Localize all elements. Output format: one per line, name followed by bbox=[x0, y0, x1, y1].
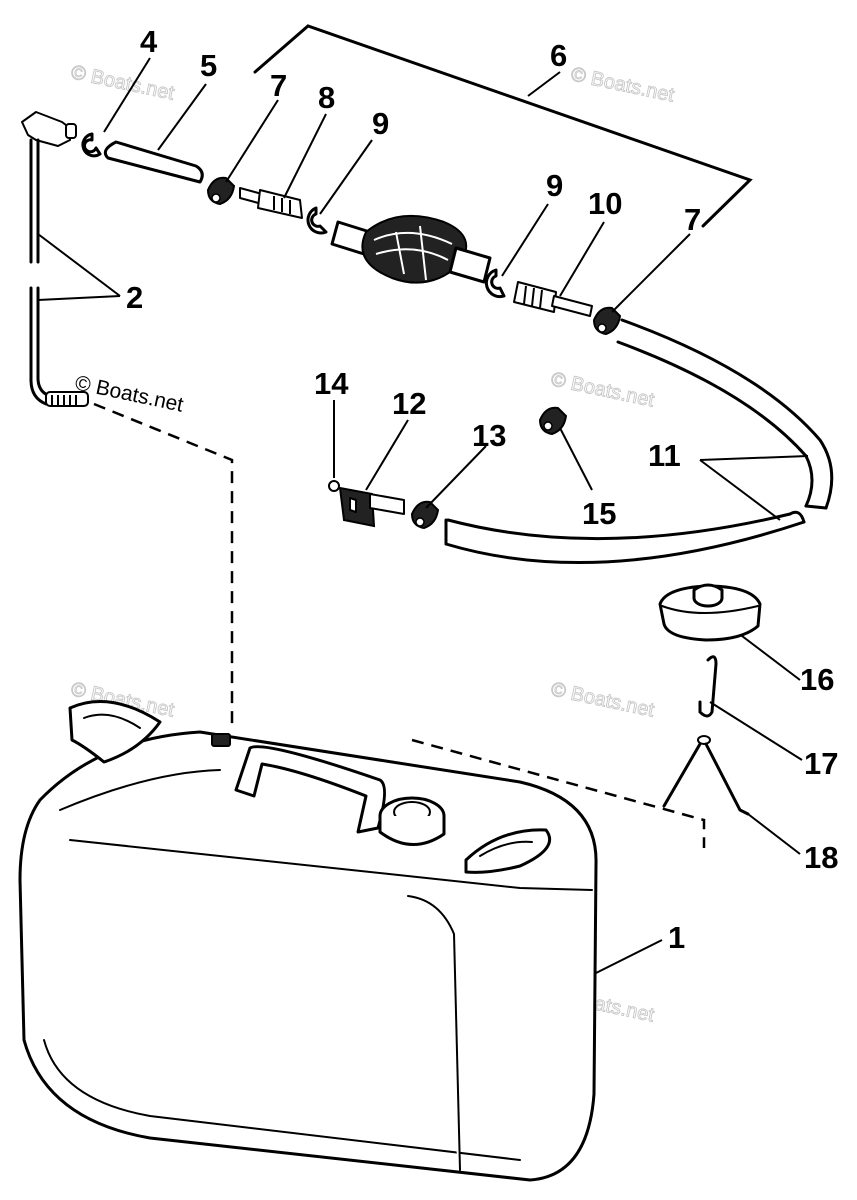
callout-2: 2 bbox=[126, 280, 143, 315]
watermark: © Boats.net bbox=[549, 678, 657, 721]
part-6-primer-bulb bbox=[330, 214, 492, 284]
callout-15: 15 bbox=[582, 496, 616, 531]
part-9-clip-left bbox=[306, 206, 328, 235]
leader-11a bbox=[699, 455, 809, 461]
part-18-spring bbox=[662, 735, 750, 816]
part-13-clamp bbox=[410, 500, 440, 530]
callout-18: 18 bbox=[804, 840, 838, 875]
assembly-line-filler bbox=[411, 738, 706, 848]
leader-9a bbox=[319, 139, 373, 215]
part-14-o-ring bbox=[328, 480, 340, 492]
leader-6 bbox=[527, 71, 561, 97]
callout-4: 4 bbox=[140, 24, 158, 59]
watermark: © Boats.net bbox=[569, 63, 677, 106]
part-1-fuel-tank bbox=[18, 700, 598, 1182]
leader-2a bbox=[37, 233, 121, 297]
part-4-clip bbox=[81, 132, 102, 158]
part-17-hook bbox=[698, 655, 718, 718]
part-7-clamp-right bbox=[592, 306, 622, 336]
part-10-connector bbox=[513, 281, 593, 317]
callout-12: 12 bbox=[392, 386, 426, 421]
leader-15 bbox=[559, 427, 593, 491]
leader-7b bbox=[611, 233, 691, 313]
assembly-line-pickup bbox=[93, 402, 234, 730]
part-16-filler-cap bbox=[658, 583, 762, 642]
callout-5: 5 bbox=[200, 48, 217, 83]
part-11-fuel-hose bbox=[444, 318, 834, 565]
callout-10: 10 bbox=[588, 186, 622, 221]
callout-8: 8 bbox=[318, 80, 335, 115]
watermark: © Boats.net bbox=[69, 61, 177, 104]
leader-1 bbox=[593, 939, 663, 975]
callout-1: 1 bbox=[668, 920, 685, 955]
callout-9: 9 bbox=[546, 168, 563, 203]
callout-6: 6 bbox=[550, 38, 567, 73]
watermark-dark: © Boats.net bbox=[73, 371, 186, 416]
leader-17 bbox=[709, 701, 803, 761]
watermark: © Boats.net bbox=[549, 368, 657, 411]
bracket-part-6 bbox=[253, 24, 753, 228]
leader-12 bbox=[365, 419, 409, 491]
part-2-pickup-tube bbox=[21, 111, 89, 407]
callout-13: 13 bbox=[472, 418, 506, 453]
leader-9b bbox=[501, 203, 549, 277]
part-9-clip-right bbox=[484, 268, 506, 299]
leader-13 bbox=[425, 445, 487, 509]
leader-16 bbox=[741, 635, 801, 681]
leader-4 bbox=[103, 57, 151, 133]
part-12-connector bbox=[338, 486, 405, 528]
callout-7: 7 bbox=[684, 202, 701, 237]
leader-7a bbox=[225, 99, 279, 183]
part-7-clamp-left bbox=[206, 176, 236, 206]
callout-17: 17 bbox=[804, 746, 838, 781]
part-15-clamp bbox=[538, 406, 568, 436]
leader-10 bbox=[559, 221, 605, 297]
leader-18 bbox=[747, 813, 801, 855]
callout-labels: 1 2 4 5 6 7 8 9 9 10 7 14 12 13 11 15 16… bbox=[126, 24, 838, 955]
part-5-hose bbox=[103, 140, 204, 184]
callout-16: 16 bbox=[800, 662, 834, 697]
leader-8 bbox=[283, 113, 327, 199]
leader-5 bbox=[157, 83, 207, 151]
callout-11: 11 bbox=[648, 438, 681, 473]
callout-14: 14 bbox=[314, 366, 349, 401]
part-8-connector bbox=[239, 187, 303, 219]
callout-7: 7 bbox=[270, 68, 287, 103]
leader-11b bbox=[699, 459, 781, 521]
callout-9: 9 bbox=[372, 106, 389, 141]
leader-2b bbox=[37, 295, 121, 301]
